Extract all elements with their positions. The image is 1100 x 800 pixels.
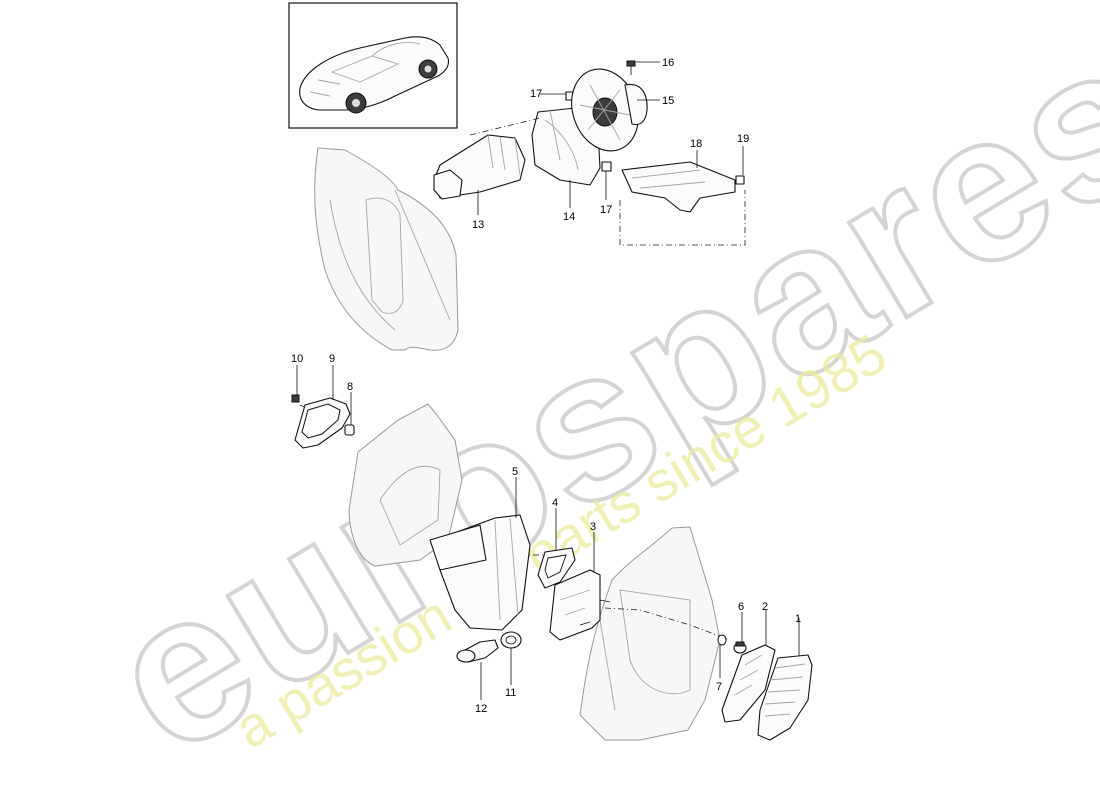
part-4-inlet-ring[interactable]: [537, 547, 576, 589]
part-1-air-grille[interactable]: [757, 654, 813, 741]
callout-18: 18: [690, 138, 702, 150]
part-16-screw[interactable]: [626, 60, 636, 75]
part-11-grommet[interactable]: [500, 631, 522, 649]
callout-10: 10: [291, 353, 303, 365]
callout-1: 1: [795, 613, 801, 625]
callout-3: 3: [590, 521, 596, 533]
callout-15: 15: [662, 95, 674, 107]
callout-8: 8: [347, 381, 353, 393]
part-8-clip[interactable]: [344, 424, 355, 436]
part-19-screw[interactable]: [735, 175, 745, 185]
body-panel-upper: [314, 147, 459, 351]
body-panel-middle: [348, 403, 463, 567]
callout-5: 5: [512, 466, 518, 478]
vehicle-thumbnail: [288, 2, 458, 129]
callout-4: 4: [552, 497, 558, 509]
callout-11: 11: [505, 687, 516, 699]
callout-19: 19: [737, 133, 749, 145]
body-panel-lower: [579, 526, 721, 741]
part-6-bolt[interactable]: [733, 641, 747, 654]
callout-2: 2: [762, 601, 768, 613]
part-12-hose[interactable]: [456, 639, 499, 663]
part-3-cover-plate[interactable]: [549, 569, 611, 641]
part-9-gasket-frame[interactable]: [294, 397, 351, 449]
part-15-fan[interactable]: [561, 60, 650, 161]
leader-lines: [296, 61, 800, 700]
part-13-air-duct[interactable]: [433, 134, 526, 200]
part-18-duct-bracket[interactable]: [621, 161, 736, 213]
callout-16: 16: [662, 57, 674, 69]
part-2-grille-frame[interactable]: [721, 644, 776, 723]
callout-7: 7: [716, 681, 722, 693]
part-10-screw[interactable]: [291, 394, 300, 403]
callout-13: 13: [472, 219, 484, 231]
callout-17b: 17: [600, 204, 612, 216]
callout-14: 14: [563, 211, 575, 223]
part-5-air-intake-duct[interactable]: [429, 514, 531, 631]
callouts: 1 2 3 4 5 6 7 8 9 10 11 12 13 14 15 16 1…: [291, 57, 801, 715]
callout-17a: 17: [530, 88, 542, 100]
callout-9: 9: [329, 353, 335, 365]
callout-6: 6: [738, 601, 744, 613]
part-7-o-ring[interactable]: [717, 634, 727, 646]
callout-12: 12: [475, 703, 487, 715]
